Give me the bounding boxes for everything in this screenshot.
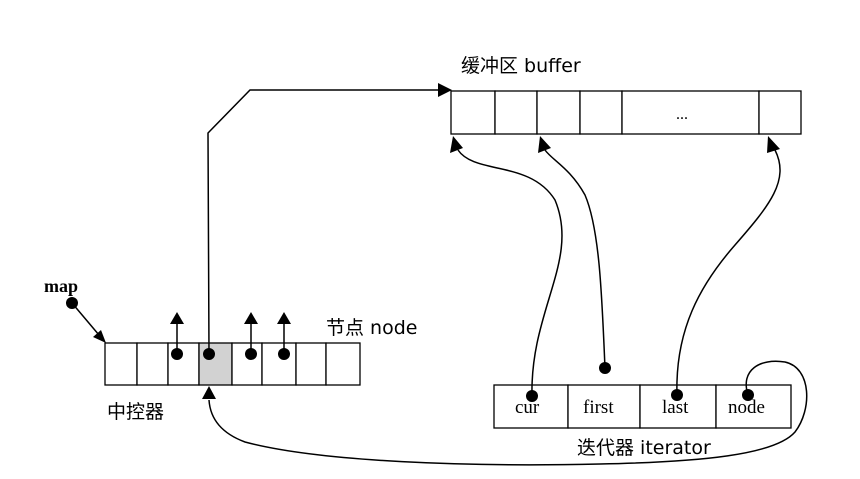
buffer-array: ... <box>450 90 802 135</box>
map-cell <box>231 342 263 386</box>
buffer-label: 缓冲区 buffer <box>461 55 581 77</box>
map-cell <box>261 342 297 386</box>
map-cell-current <box>198 342 233 386</box>
iterator-field-label: first <box>583 397 614 418</box>
map-pointer-line <box>71 302 100 336</box>
buffer-cell <box>450 90 496 135</box>
map-cell <box>295 342 327 386</box>
map-pointer-arrowhead <box>93 330 106 343</box>
buffer-cell <box>536 90 581 135</box>
buffer-cell <box>494 90 538 135</box>
iterator-node-pointer <box>202 360 808 466</box>
iterator-field-label: node <box>728 397 765 418</box>
node-pointer <box>277 312 291 360</box>
iterator-field-node <box>715 384 792 429</box>
map-cell <box>136 342 169 386</box>
map-array <box>104 342 361 386</box>
current-node-to-buffer-pointer <box>203 83 452 360</box>
map-label: map <box>44 276 78 296</box>
buffer-cell <box>758 90 802 135</box>
cur-pointer <box>450 136 563 402</box>
map-cell <box>325 342 361 386</box>
controller-label: 中控器 <box>107 401 164 423</box>
last-pointer <box>671 136 781 401</box>
iterator-field-label: cur <box>515 397 540 418</box>
iterator-label: 迭代器 iterator <box>577 437 711 459</box>
map-cell <box>167 342 200 386</box>
map-cell <box>104 342 138 386</box>
node-pointer <box>244 312 258 360</box>
buffer-cell <box>621 90 760 135</box>
iterator-field-label: last <box>662 397 689 418</box>
first-pointer <box>538 136 611 374</box>
node-pointer <box>170 312 184 360</box>
buffer-ellipsis: ... <box>676 106 688 123</box>
node-label: 节点 node <box>326 317 417 339</box>
iterator-field-first <box>567 384 641 429</box>
buffer-cell <box>579 90 623 135</box>
